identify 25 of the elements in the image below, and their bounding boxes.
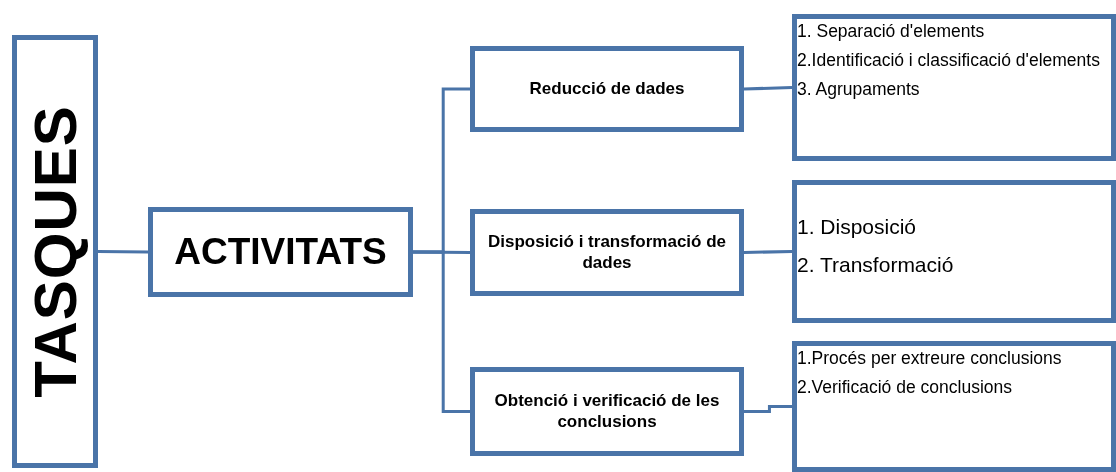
connector-line [744, 405, 792, 413]
list-item: 2.Identificació i classificació d'elements [797, 50, 1101, 71]
activity-box [470, 46, 744, 132]
list-item: 2. Transformació [797, 253, 955, 278]
connector-line [743, 86, 793, 91]
connector-line [413, 250, 470, 413]
list-item: 3. Agrupaments [797, 79, 921, 100]
connector-line [743, 250, 793, 254]
activity-box [470, 367, 744, 456]
node-label: Obtenció i verificació de les conclusions [493, 391, 721, 432]
title-box [12, 35, 98, 468]
activity-box [148, 207, 413, 297]
task-list-box [792, 14, 1116, 161]
list-item: 1. Separació d'elements [797, 21, 986, 42]
list-item: 1.Procés per extreure conclusions [797, 348, 1063, 369]
node-label: Disposició i transformació de dades [486, 232, 728, 273]
vertical-title: TASQUES [20, 105, 90, 398]
connector-line [98, 250, 148, 254]
list-item: 2.Verificació de conclusions [797, 377, 1013, 398]
node-label: ACTIVITATS [174, 231, 387, 273]
activity-box [470, 209, 744, 296]
task-list-box [792, 180, 1116, 323]
list-item: 1. Disposició [797, 215, 918, 240]
task-list-box [792, 341, 1116, 472]
node-label: Reducció de dades [528, 78, 686, 100]
